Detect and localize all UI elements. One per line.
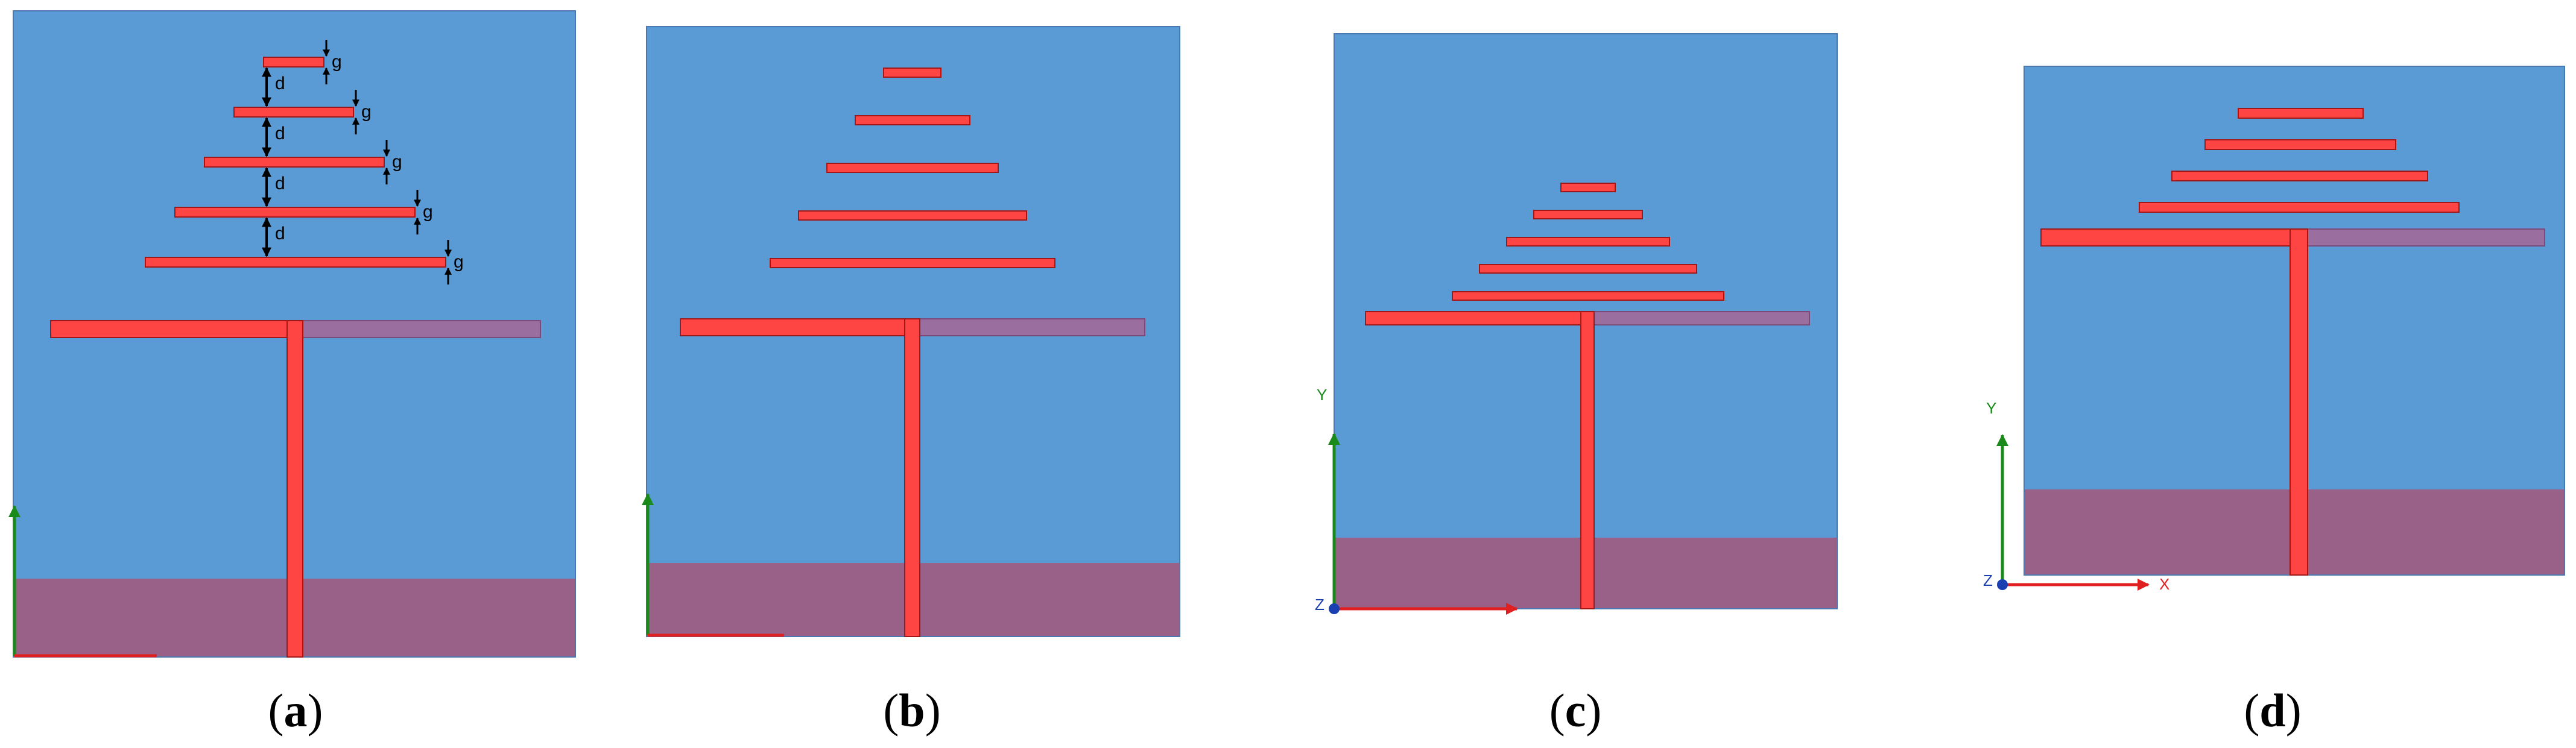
director-1: [883, 68, 941, 78]
z-axis-label: Z: [1983, 571, 1993, 589]
x-axis-label: X: [2159, 575, 2169, 593]
feed-line: [286, 320, 303, 658]
gap-label: g: [423, 202, 433, 222]
panel-label-a: (a): [268, 684, 323, 737]
parasitic-stub: [919, 318, 1145, 336]
axis-triad: [8, 505, 157, 658]
director-3: [2171, 171, 2428, 181]
director-1: [1560, 183, 1616, 192]
axis-triad: Y X Z: [1983, 399, 2169, 593]
parasitic-stub: [2307, 228, 2545, 247]
panel-b: (b): [642, 26, 1180, 737]
panel-d: Y X Z (d): [1983, 66, 2565, 737]
origin-marker: [1329, 603, 1340, 614]
driven-dipole-arm: [680, 318, 920, 336]
origin-marker: [1997, 579, 2008, 590]
gap-label: g: [392, 152, 402, 172]
director-3: [1506, 237, 1670, 247]
driven-dipole-arm: [1365, 311, 1595, 325]
spacing-label: d: [275, 74, 285, 93]
gap-label: g: [332, 52, 342, 72]
feed-line: [1580, 311, 1595, 609]
spacing-label: d: [275, 174, 285, 193]
feed-line: [904, 318, 920, 637]
panel-label-d: (d): [2244, 684, 2301, 737]
director-2: [1533, 210, 1643, 219]
gap-label: g: [361, 102, 372, 122]
feed-line: [2290, 228, 2308, 576]
gap-label: g: [454, 252, 464, 272]
panel-label-b: (b): [883, 684, 940, 737]
director-5: [145, 257, 446, 268]
z-axis-label: Z: [1315, 596, 1324, 614]
axis-triad: [642, 493, 784, 637]
director-4: [1479, 264, 1697, 274]
y-axis-label: Y: [1986, 399, 1996, 417]
driven-dipole-arm: [50, 320, 302, 338]
director-5: [1452, 291, 1724, 301]
parasitic-stub: [301, 320, 541, 338]
axis-triad: Y Z: [1315, 386, 1518, 615]
director-1: [2238, 108, 2364, 119]
director-3: [204, 157, 385, 168]
director-4: [798, 210, 1027, 221]
director-2: [233, 107, 354, 118]
driven-dipole-arm: [2040, 228, 2308, 247]
director-3: [826, 163, 999, 173]
spacing-label: d: [275, 224, 285, 244]
panel-a: d d d d g g g g g (a): [8, 10, 576, 737]
director-5: [770, 258, 1055, 268]
director-2: [2204, 139, 2396, 150]
y-axis-label: Y: [1317, 386, 1327, 404]
director-4: [2139, 202, 2460, 213]
panel-c: Y Z (c): [1315, 33, 1838, 737]
director-4: [174, 207, 416, 218]
director-2: [855, 115, 970, 125]
panel-label-c: (c): [1549, 684, 1602, 737]
gap-dimensions: [323, 40, 452, 284]
director-1: [263, 57, 324, 68]
parasitic-stub: [1593, 311, 1810, 325]
spacing-label: d: [275, 124, 285, 143]
